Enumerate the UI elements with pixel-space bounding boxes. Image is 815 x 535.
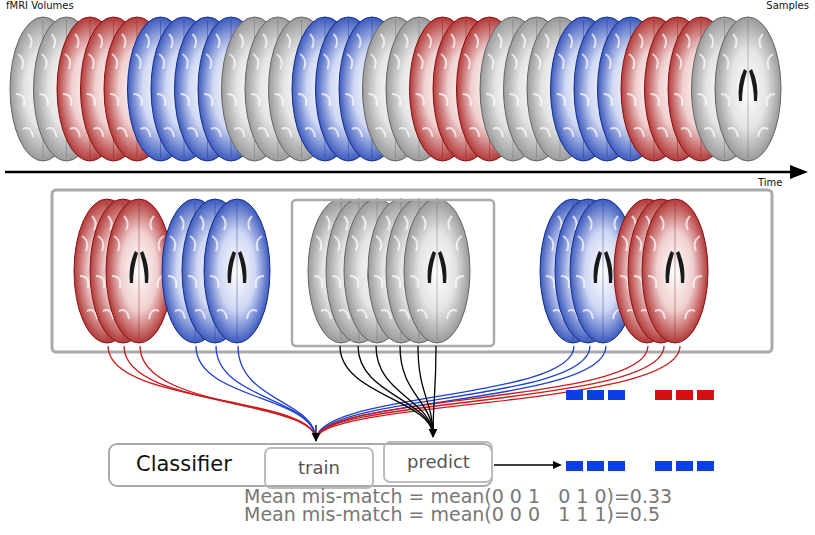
train-box: train <box>264 447 374 489</box>
predict-box: predict <box>383 441 493 483</box>
result-note: Mean mis-match = mean(0 0 0 1 1 1)=0.5 <box>244 505 660 524</box>
panel-title: Samples <box>766 1 809 11</box>
node-text: train <box>298 458 340 478</box>
panel-title: fMRI Volumes <box>6 1 74 11</box>
classifier-box: Classifier train predict <box>108 443 493 487</box>
axis-label: Time <box>758 178 782 188</box>
node-text: predict <box>407 452 470 472</box>
node-text: Classifier <box>136 453 232 476</box>
result-note: Mean mis-match = mean(0 0 1 0 1 0)=0.33 <box>244 487 672 506</box>
